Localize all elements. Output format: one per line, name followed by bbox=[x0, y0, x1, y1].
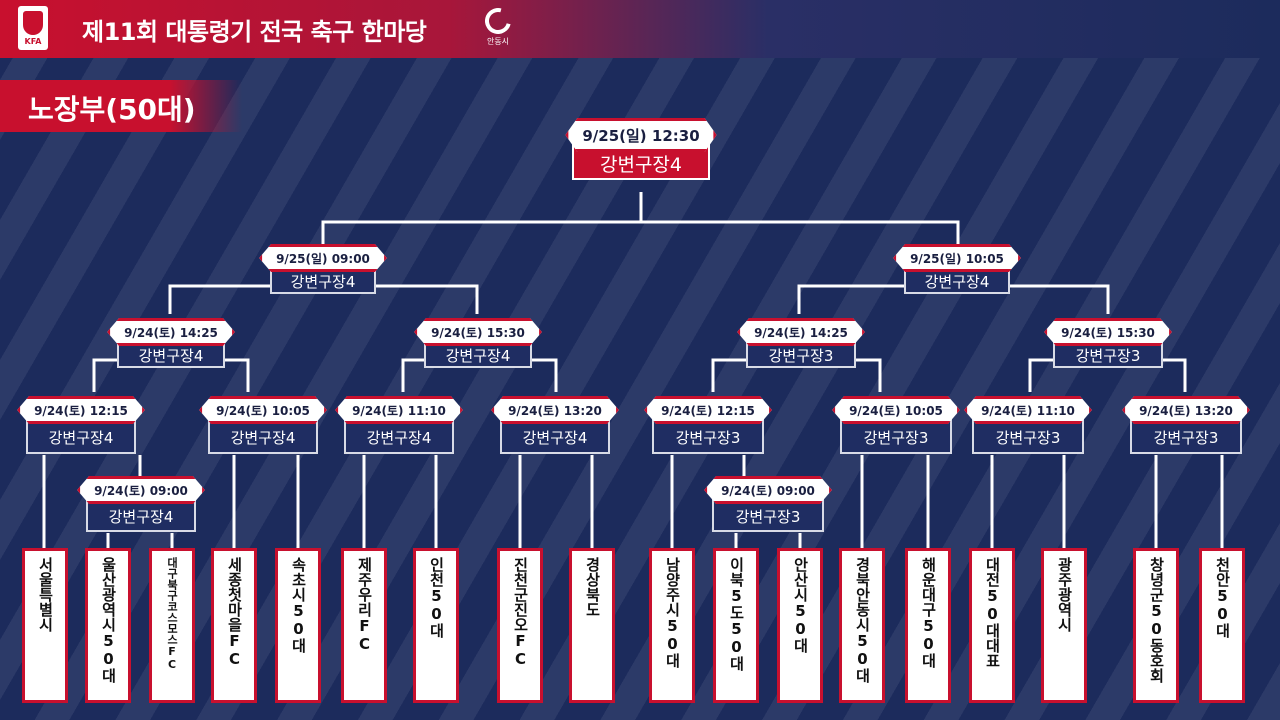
team-name: 남양주시50대 bbox=[663, 557, 682, 668]
team-card: 제주우리FC bbox=[341, 548, 387, 703]
quarterfinal-2: 강변구장4 9/24(토) 15:30 bbox=[424, 318, 532, 370]
division-label: 노장부(50대) bbox=[28, 93, 196, 126]
round1-match-1: 강변구장4 9/24(토) 12:15 bbox=[26, 396, 136, 456]
team-card: 창녕군50동호회 bbox=[1133, 548, 1179, 703]
round1-match-6: 강변구장3 9/24(토) 10:05 bbox=[840, 396, 952, 456]
kfa-logo-text: KFA bbox=[24, 36, 42, 46]
team-name: 대전50대대표 bbox=[983, 557, 1002, 668]
team-name: 서울특별시 bbox=[36, 557, 55, 632]
round1-match-2: 강변구장4 9/24(토) 10:05 bbox=[208, 396, 318, 456]
team-name: 경상북도 bbox=[583, 557, 602, 617]
bracket-line bbox=[321, 192, 643, 252]
match-time: 9/24(토) 14:25 bbox=[107, 318, 235, 346]
team-name: 이북5도50대 bbox=[727, 557, 746, 671]
round1-match-7: 강변구장3 9/24(토) 11:10 bbox=[972, 396, 1084, 456]
team-name: 창녕군50동호회 bbox=[1147, 557, 1166, 683]
match-time: 9/24(토) 11:10 bbox=[964, 396, 1092, 424]
preliminary-match-1: 강변구장4 9/24(토) 09:00 bbox=[86, 476, 196, 534]
team-card: 서울특별시 bbox=[22, 548, 68, 703]
quarterfinal-1: 강변구장4 9/24(토) 14:25 bbox=[117, 318, 225, 370]
preliminary-match-2: 강변구장3 9/24(토) 09:00 bbox=[712, 476, 824, 534]
team-name: 진천군진오FC bbox=[511, 557, 530, 668]
team-name: 울산광역시50대 bbox=[99, 557, 118, 683]
match-time: 9/24(토) 10:05 bbox=[199, 396, 327, 424]
team-name: 광주광역시 bbox=[1055, 557, 1074, 632]
team-name: 해운대구50대 bbox=[919, 557, 938, 668]
division-banner: 노장부(50대) bbox=[0, 80, 242, 132]
final-match: 강변구장4 9/25(일) 12:30 bbox=[572, 118, 710, 194]
kfa-logo: KFA bbox=[18, 6, 48, 50]
match-time: 9/25(일) 09:00 bbox=[259, 244, 387, 272]
team-card: 진천군진오FC bbox=[497, 548, 543, 703]
round1-match-3: 강변구장4 9/24(토) 11:10 bbox=[344, 396, 454, 456]
team-name: 제주우리FC bbox=[355, 557, 374, 653]
match-time: 9/24(토) 14:25 bbox=[737, 318, 865, 346]
city-logo-text: 안동시 bbox=[486, 37, 510, 46]
team-name: 경북안동시50대 bbox=[853, 557, 872, 683]
team-card: 광주광역시 bbox=[1041, 548, 1087, 703]
semifinal-right: 강변구장4 9/25(일) 10:05 bbox=[904, 244, 1010, 296]
team-name: 천안50대 bbox=[1213, 557, 1232, 638]
match-time: 9/24(토) 09:00 bbox=[704, 476, 832, 504]
team-card: 천안50대 bbox=[1199, 548, 1245, 703]
match-time: 9/24(토) 15:30 bbox=[414, 318, 542, 346]
bracket-line bbox=[641, 220, 960, 252]
match-time: 9/25(일) 10:05 bbox=[893, 244, 1021, 272]
team-card: 안산시50대 bbox=[777, 548, 823, 703]
team-card: 대구북구코스모스FC bbox=[149, 548, 195, 703]
match-time: 9/25(일) 12:30 bbox=[565, 118, 716, 152]
team-card: 대전50대대표 bbox=[969, 548, 1015, 703]
match-time: 9/24(토) 09:00 bbox=[77, 476, 205, 504]
team-name: 세종첫마을FC bbox=[225, 557, 244, 668]
team-name: 속초시50대 bbox=[289, 557, 308, 653]
match-time: 9/24(토) 10:05 bbox=[832, 396, 960, 424]
match-time: 9/24(토) 12:15 bbox=[17, 396, 145, 424]
team-card: 남양주시50대 bbox=[649, 548, 695, 703]
kfa-crest-icon bbox=[23, 10, 43, 35]
team-card: 울산광역시50대 bbox=[85, 548, 131, 703]
match-time: 9/24(토) 13:20 bbox=[1122, 396, 1250, 424]
page-title: 제11회 대통령기 전국 축구 한마당 bbox=[82, 18, 427, 46]
team-card: 경상북도 bbox=[569, 548, 615, 703]
round1-match-8: 강변구장3 9/24(토) 13:20 bbox=[1130, 396, 1242, 456]
header-bar: KFA 제11회 대통령기 전국 축구 한마당 안동시 bbox=[0, 0, 1280, 58]
match-time: 9/24(토) 11:10 bbox=[335, 396, 463, 424]
andong-city-logo: 안동시 bbox=[478, 3, 518, 50]
team-card: 경북안동시50대 bbox=[839, 548, 885, 703]
match-time: 9/24(토) 15:30 bbox=[1044, 318, 1172, 346]
team-card: 인천50대 bbox=[413, 548, 459, 703]
team-name: 대구북구코스모스FC bbox=[165, 557, 179, 671]
team-card: 속초시50대 bbox=[275, 548, 321, 703]
team-name: 안산시50대 bbox=[791, 557, 810, 653]
round1-match-4: 강변구장4 9/24(토) 13:20 bbox=[500, 396, 610, 456]
round1-match-5: 강변구장3 9/24(토) 12:15 bbox=[652, 396, 764, 456]
quarterfinal-3: 강변구장3 9/24(토) 14:25 bbox=[746, 318, 856, 370]
match-time: 9/24(토) 12:15 bbox=[644, 396, 772, 424]
team-card: 세종첫마을FC bbox=[211, 548, 257, 703]
semifinal-left: 강변구장4 9/25(일) 09:00 bbox=[270, 244, 376, 296]
team-card: 해운대구50대 bbox=[905, 548, 951, 703]
quarterfinal-4: 강변구장3 9/24(토) 15:30 bbox=[1053, 318, 1163, 370]
team-card: 이북5도50대 bbox=[713, 548, 759, 703]
team-name: 인천50대 bbox=[427, 557, 446, 638]
match-time: 9/24(토) 13:20 bbox=[491, 396, 619, 424]
